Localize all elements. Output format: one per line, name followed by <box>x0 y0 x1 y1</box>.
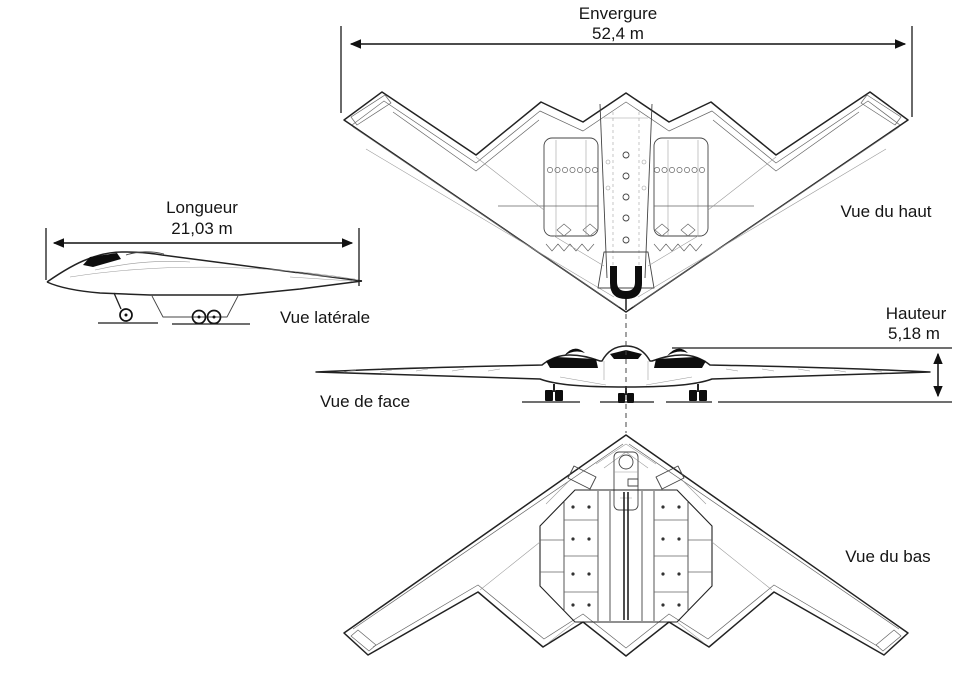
right-intake-mark <box>654 357 706 368</box>
length-value: 21,03 m <box>171 219 232 238</box>
bottom-view-label: Vue du bas <box>845 547 930 566</box>
length-dimension: Longueur 21,03 m <box>45 198 360 286</box>
front-view-label: Vue de face <box>320 392 410 411</box>
serration-detail <box>547 167 705 173</box>
bay-rivet-dots <box>571 505 681 607</box>
side-view-drawing <box>46 251 363 325</box>
right-antenna-mark <box>667 348 688 356</box>
front-view-drawing <box>315 345 931 403</box>
top-view-label: Vue du haut <box>840 202 931 221</box>
top-view-drawing <box>343 91 909 313</box>
view-labels: Vue du haut Vue latérale Vue de face Vue… <box>280 202 932 566</box>
side-canopy-windows <box>83 253 121 267</box>
height-label: Hauteur <box>886 304 947 323</box>
left-antenna-mark <box>564 348 585 356</box>
height-dimension: Hauteur 5,18 m <box>672 304 952 403</box>
wingspan-value: 52,4 m <box>592 24 644 43</box>
length-label: Longueur <box>166 198 238 217</box>
wingspan-label: Envergure <box>579 4 657 23</box>
cockpit-canopy-mark <box>610 266 642 299</box>
height-value: 5,18 m <box>888 324 940 343</box>
side-ground-lines <box>98 322 250 325</box>
wingspan-dimension: Envergure 52,4 m <box>340 4 913 117</box>
left-intake-mark <box>546 357 598 368</box>
side-view-label: Vue latérale <box>280 308 370 327</box>
bottom-view-drawing <box>343 434 909 657</box>
